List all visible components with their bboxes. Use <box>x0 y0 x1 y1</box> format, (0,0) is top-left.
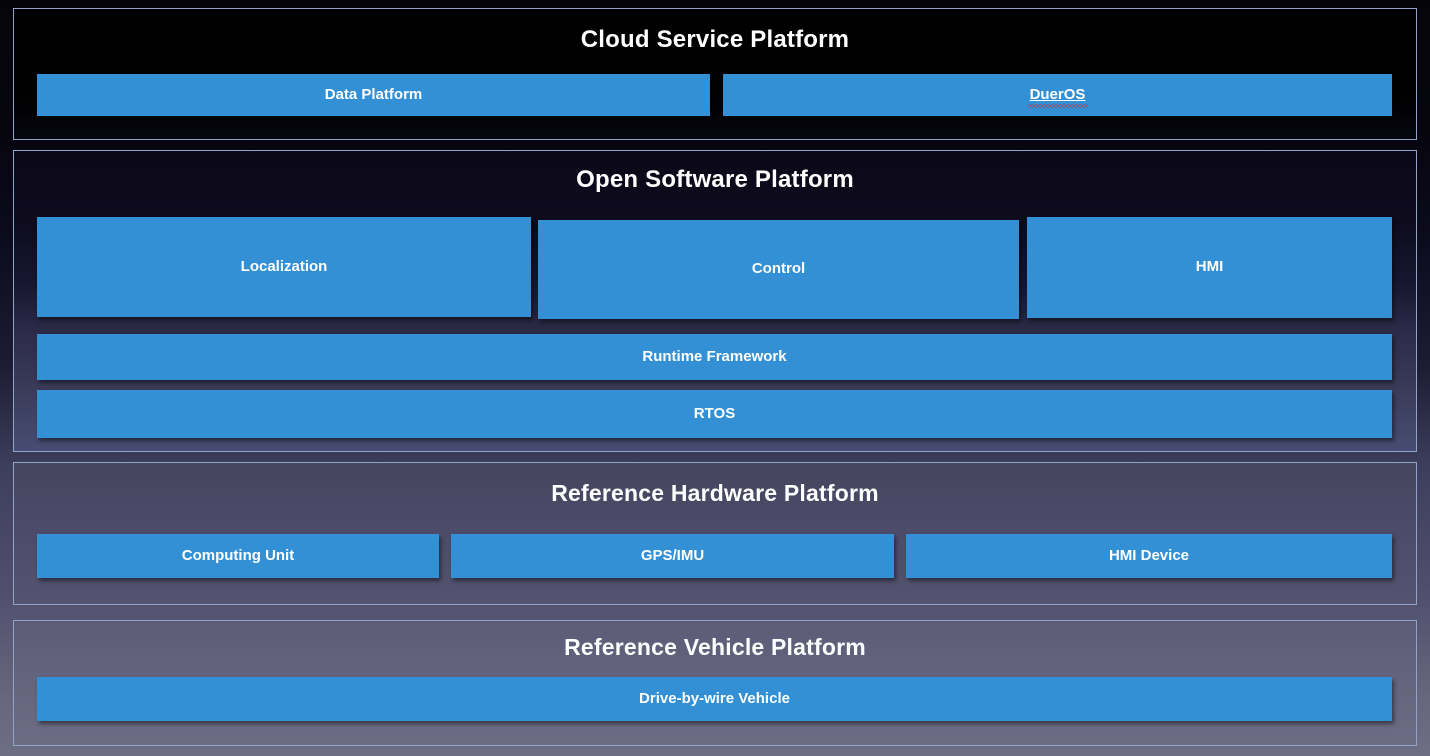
layer-title-open-software-platform: Open Software Platform <box>576 166 854 193</box>
layer-cloud-service-platform: Cloud Service Platform Data Platform Due… <box>13 8 1417 140</box>
layer-title-reference-hardware-platform: Reference Hardware Platform <box>551 480 879 506</box>
block-label-dueros: DuerOS <box>1027 85 1089 108</box>
layer-title-cloud-service-platform: Cloud Service Platform <box>580 26 850 53</box>
block-label-runtime-framework: Runtime Framework <box>642 347 787 365</box>
layer-title-reference-vehicle-platform: Reference Vehicle Platform <box>564 634 866 660</box>
block-label-rtos: RTOS <box>693 404 736 422</box>
block-label-hmi: HMI <box>1195 258 1224 276</box>
block-localization[interactable]: Localization <box>37 217 531 317</box>
block-control[interactable]: Control <box>538 220 1019 319</box>
block-label-hmi-device: HMI Device <box>1108 546 1190 564</box>
block-dueros[interactable]: DuerOS <box>723 74 1392 116</box>
block-runtime-framework[interactable]: Runtime Framework <box>37 334 1392 380</box>
block-label-localization: Localization <box>240 257 328 275</box>
block-drive-by-wire-vehicle[interactable]: Drive-by-wire Vehicle <box>37 677 1392 721</box>
layer-open-software-platform: Open Software Platform Localization Cont… <box>13 150 1417 452</box>
block-label-control: Control <box>751 260 806 278</box>
block-gps-imu[interactable]: GPS/IMU <box>451 534 894 578</box>
block-rtos[interactable]: RTOS <box>37 390 1392 438</box>
block-label-gps-imu: GPS/IMU <box>640 546 705 564</box>
block-label-drive-by-wire-vehicle: Drive-by-wire Vehicle <box>639 689 790 707</box>
block-hmi[interactable]: HMI <box>1027 217 1392 318</box>
block-label-data-platform: Data Platform <box>324 85 423 103</box>
block-hmi-device[interactable]: HMI Device <box>906 534 1392 578</box>
block-computing-unit[interactable]: Computing Unit <box>37 534 439 578</box>
block-data-platform[interactable]: Data Platform <box>37 74 710 116</box>
layer-reference-vehicle-platform: Reference Vehicle Platform Drive-by-wire… <box>13 620 1417 746</box>
layer-reference-hardware-platform: Reference Hardware Platform Computing Un… <box>13 462 1417 605</box>
block-label-computing-unit: Computing Unit <box>181 546 295 564</box>
